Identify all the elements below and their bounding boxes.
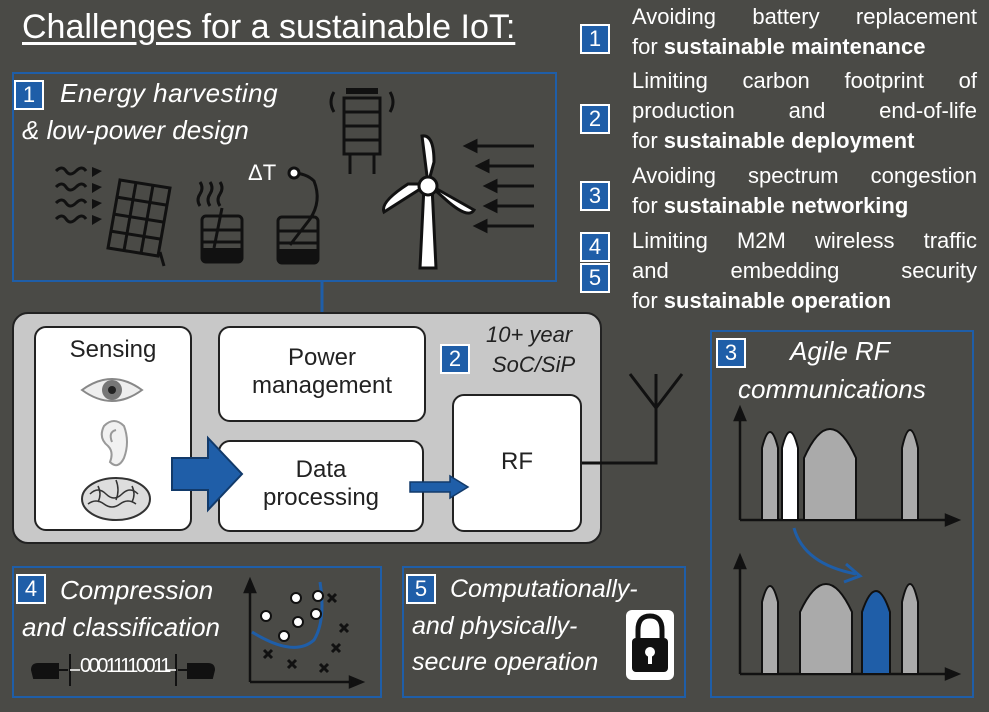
vibration-device-icon xyxy=(329,88,395,174)
bitstream-text: 00011110011 xyxy=(80,655,171,677)
energy-harvesting-box xyxy=(12,72,557,282)
ear-icon xyxy=(100,420,128,467)
compression-box xyxy=(12,566,382,698)
data-label-line1: Data xyxy=(295,456,347,483)
box4-title-line2: and classification xyxy=(22,612,220,642)
box1-title-line2: & low-power design xyxy=(22,115,249,145)
radiation-waves-icon xyxy=(54,166,102,225)
soc-badge: 2 xyxy=(440,344,470,374)
legend-badge-2: 2 xyxy=(580,104,610,134)
wind-turbine-icon xyxy=(382,134,477,270)
legend-badge-5: 5 xyxy=(580,263,610,293)
box3-title-line2: communications xyxy=(738,374,926,404)
box5-badge: 5 xyxy=(406,574,436,604)
lock-icon xyxy=(626,610,674,680)
thermal-beaker-icon xyxy=(196,181,244,264)
legend-item-2: Limiting carbon footprint of production … xyxy=(632,68,977,153)
power-label-line2: management xyxy=(251,372,393,399)
delta-t-label: ΔT xyxy=(248,160,277,185)
box5-title-line2: and physically- xyxy=(412,612,578,640)
data-label-line2: processing xyxy=(262,484,380,511)
rf-label: RF xyxy=(501,448,533,475)
brain-icon xyxy=(81,477,151,521)
soc-label-line1: 10+ year xyxy=(486,322,573,347)
box5-title-line1: Computationally- xyxy=(450,575,638,603)
spectrum-chart-after xyxy=(733,552,962,681)
legend-badge-3: 3 xyxy=(580,181,610,211)
secure-operation-box xyxy=(402,566,686,698)
cold-beaker-icon xyxy=(276,166,320,265)
box4-title-line1: Compression xyxy=(60,575,214,605)
classification-scatter-icon xyxy=(243,576,366,689)
solar-panel-icon xyxy=(106,178,172,267)
wind-arrows-icon xyxy=(462,138,534,234)
rf-block: RF xyxy=(452,394,582,532)
spectrum-chart-before xyxy=(733,404,962,527)
antenna-icon xyxy=(582,373,684,465)
box4-badge: 4 xyxy=(16,574,46,604)
box5-title-line3: secure operation xyxy=(412,648,599,676)
legend-item-4-5: Limiting M2M wireless traffic and embedd… xyxy=(632,228,977,313)
page-title: Challenges for a sustainable IoT: xyxy=(22,8,516,46)
agile-rf-box xyxy=(710,330,974,698)
box3-badge: 3 xyxy=(716,338,746,368)
box1-title-line1: Energy harvesting xyxy=(60,78,279,108)
power-management-block: Power management xyxy=(218,326,426,422)
legend-item-3: Avoiding spectrum congestion for sustain… xyxy=(632,163,977,218)
data-link-icon xyxy=(30,654,216,686)
legend-item-1: Avoiding battery replacement for sustain… xyxy=(632,4,977,59)
box1-badge: 1 xyxy=(14,80,44,110)
spectrum-reallocation-arrow xyxy=(792,527,863,584)
legend-badge-4: 4 xyxy=(580,232,610,262)
eye-icon xyxy=(80,378,144,402)
soc-label-line2: SoC/SiP xyxy=(492,352,576,377)
legend-badge-1: 1 xyxy=(580,24,610,54)
power-label-line1: Power xyxy=(287,344,357,371)
box3-title-line1: Agile RF xyxy=(790,336,890,366)
data-processing-block: Data processing xyxy=(218,440,424,532)
sensing-label: Sensing xyxy=(69,336,157,363)
sensing-to-processing-arrow xyxy=(171,435,244,513)
processing-to-rf-arrow xyxy=(409,474,470,500)
